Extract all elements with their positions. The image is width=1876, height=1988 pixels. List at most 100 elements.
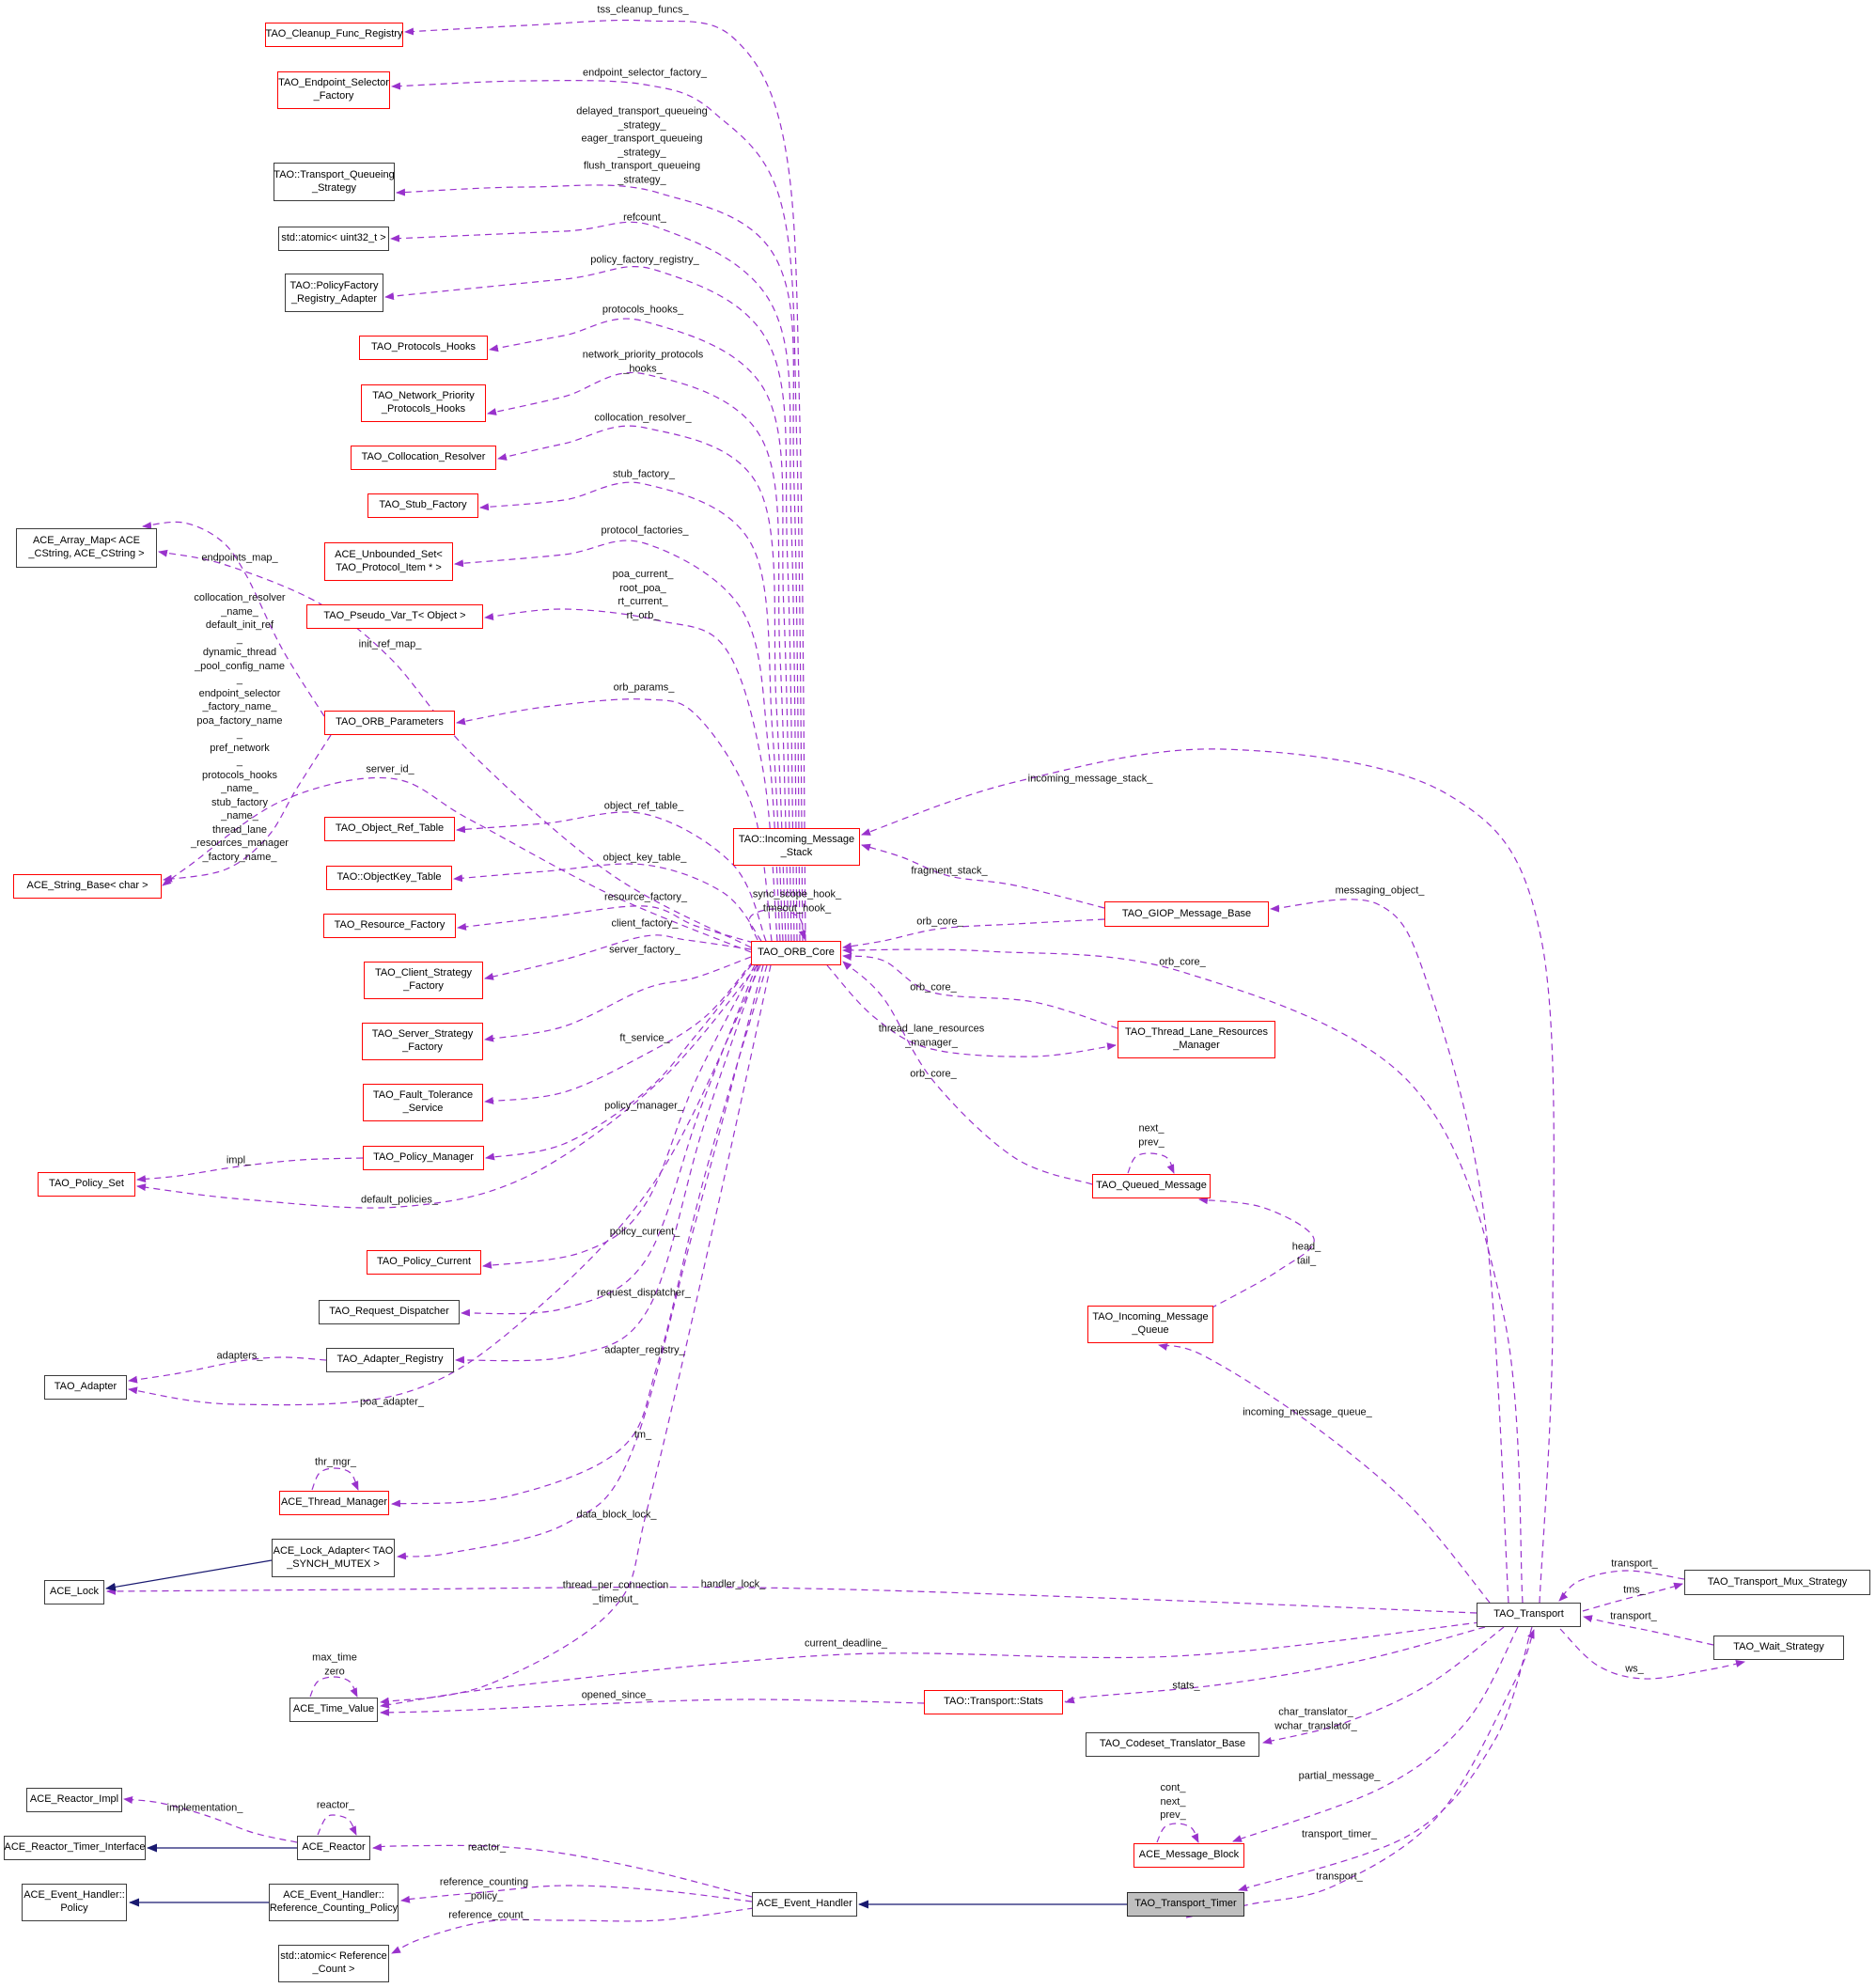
node-ace-unbounded-set[interactable]: ACE_Unbounded_Set< TAO_Protocol_Item * > [324,542,453,581]
edge-transport-timer [1238,1626,1533,1892]
node-tao-transport-stats[interactable]: TAO::Transport::Stats [924,1690,1063,1714]
edge-request-dispatcher [461,964,758,1317]
edge-refcount [390,221,798,942]
edge-thread-lane-resources [826,964,1117,1057]
node-tao-transport-mux-strategy[interactable]: TAO_Transport_Mux_Strategy [1684,1570,1870,1595]
node-tao-adapter-registry[interactable]: TAO_Adapter_Registry [326,1348,454,1372]
node-tao-endpoint-selector-factory[interactable]: TAO_Endpoint_Selector _Factory [277,71,390,109]
edge-tm [391,964,768,1508]
node-tao-giop-message-base[interactable]: TAO_GIOP_Message_Base [1104,901,1269,927]
edge-orb-params [456,698,773,942]
edge-orb-core [842,961,1093,1185]
node-ace-lock-adapter[interactable]: ACE_Lock_Adapter< TAO _SYNCH_MUTEX > [272,1539,395,1577]
edge-orb-core [842,953,1118,1029]
node-tao-client-strategy-factory[interactable]: TAO_Client_Strategy _Factory [364,962,483,999]
edge-protocols-hooks [489,318,792,942]
node-tao-wait-strategy[interactable]: TAO_Wait_Strategy [1713,1636,1844,1660]
node-ace-event-handler-ref-counting-policy[interactable]: ACE_Event_Handler:: Reference_Counting_P… [269,1884,399,1921]
edge-orb-core [842,947,1524,1604]
edge-default-policies [136,964,758,1209]
edge-tms [1582,1582,1683,1612]
node-ace-message-block[interactable]: ACE_Message_Block [1133,1843,1244,1868]
edge-next [1127,1152,1175,1174]
edge-sync-scope-hook [748,908,806,941]
node-tao-objectkey-table[interactable]: TAO::ObjectKey_Table [326,866,452,890]
node-ace-time-value[interactable]: ACE_Time_Value [289,1698,378,1722]
edge-cont [1156,1823,1199,1843]
node-ace-lock[interactable]: ACE_Lock [44,1580,104,1604]
node-std-atomic-reference-count[interactable]: std::atomic< Reference _Count > [278,1945,389,1982]
edge-impl [136,1157,364,1183]
edge-partial-message [1232,1626,1519,1842]
edge-server-factory [484,956,752,1042]
edge-incoming-message-stack [861,748,1555,1604]
node-ace-array-map[interactable]: ACE_Array_Map< ACE _CString, ACE_CString… [16,528,157,568]
node-tao-policyfactory-registry-adapter[interactable]: TAO::PolicyFactory _Registry_Adapter [285,274,383,312]
edge-protocol-factories [454,540,781,942]
edge-client-factory [484,934,752,980]
node-tao-queued-message[interactable]: TAO_Queued_Message [1092,1174,1211,1198]
node-tao-policy-current[interactable]: TAO_Policy_Current [367,1250,481,1275]
node-tao-pseudo-var-t[interactable]: TAO_Pseudo_Var_T< Object > [306,604,483,629]
edge-inheritance [105,1559,273,1591]
edge-network-priority-protocols [487,371,789,942]
node-ace-string-base[interactable]: ACE_String_Base< char > [13,874,162,899]
edge-collocation-resolver [163,734,332,883]
edge-head [1198,1197,1315,1309]
edge-fragment-stack [861,843,1105,909]
edge-server-id [162,776,752,953]
node-tao-server-strategy-factory[interactable]: TAO_Server_Strategy _Factory [362,1023,483,1060]
node-ace-reactor-impl[interactable]: ACE_Reactor_Impl [26,1788,122,1812]
edge-incoming-message-queue [1158,1343,1491,1604]
node-ace-event-handler-policy[interactable]: ACE_Event_Handler:: Policy [22,1884,127,1921]
node-tao-protocols-hooks[interactable]: TAO_Protocols_Hooks [359,336,488,360]
edge-policy-current [482,964,756,1269]
edge-transport [1185,1629,1535,1918]
edge-stub-factory [479,481,784,942]
node-tao-collocation-resolver[interactable]: TAO_Collocation_Resolver [351,446,496,470]
node-tao-orb-parameters[interactable]: TAO_ORB_Parameters [324,711,455,735]
node-tao-incoming-message-stack[interactable]: TAO::Incoming_Message _Stack [733,828,860,866]
node-tao-policy-set[interactable]: TAO_Policy_Set [38,1172,135,1197]
edge-orb-core [842,918,1105,950]
node-tao-stub-factory[interactable]: TAO_Stub_Factory [367,493,478,518]
edge-reference-counting [400,1885,753,1903]
node-tao-network-priority-protocols-hooks[interactable]: TAO_Network_Priority _Protocols_Hooks [361,384,486,422]
edge-reference-count [391,1907,755,1954]
edge-stats [1064,1626,1486,1704]
node-ace-thread-manager[interactable]: ACE_Thread_Manager [279,1491,389,1515]
edge-handler-lock [106,1586,1477,1614]
node-tao-resource-factory[interactable]: TAO_Resource_Factory [323,914,456,938]
edge-endpoints-map [142,521,325,717]
edge-opened-since [380,1698,925,1716]
node-tao-request-dispatcher[interactable]: TAO_Request_Dispatcher [319,1300,460,1324]
node-tao-thread-lane-resources-manager[interactable]: TAO_Thread_Lane_Resources _Manager [1118,1021,1275,1058]
node-tao-incoming-message-queue[interactable]: TAO_Incoming_Message _Queue [1087,1306,1213,1343]
edge-policy-factory-registry [384,266,795,942]
edge-poa-current [484,608,778,942]
node-tao-cleanup-func-registry[interactable]: TAO_Cleanup_Func_Registry [265,23,403,47]
node-tao-transport[interactable]: TAO_Transport [1477,1603,1581,1627]
edge-tss-cleanup-funcs [404,19,806,942]
node-tao-codeset-translator-base[interactable]: TAO_Codeset_Translator_Base [1086,1732,1259,1757]
node-ace-event-handler[interactable]: ACE_Event_Handler [752,1892,857,1917]
node-tao-adapter[interactable]: TAO_Adapter [44,1375,127,1400]
edge-transport [1558,1570,1685,1602]
edge-delayed-transport-queueing [396,184,801,942]
edge-reactor [317,1814,357,1836]
node-ace-reactor[interactable]: ACE_Reactor [297,1836,370,1860]
node-std-atomic-uint32[interactable]: std::atomic< uint32_t > [278,227,389,251]
node-tao-orb-core[interactable]: TAO_ORB_Core [751,941,841,965]
edge-implementation [123,1796,298,1843]
node-tao-object-ref-table[interactable]: TAO_Object_Ref_Table [324,817,455,841]
node-tao-transport-queueing-strategy[interactable]: TAO::Transport_Queueing _Strategy [274,163,395,201]
edge-messaging-object [1270,899,1509,1604]
edge-thread-per-connection [380,964,772,1705]
node-tao-transport-timer: TAO_Transport_Timer [1127,1892,1244,1917]
edge-policy-manager [485,963,753,1161]
edge-init-ref-map [158,549,752,948]
node-ace-reactor-timer-interface[interactable]: ACE_Reactor_Timer_Interface [4,1836,146,1860]
node-tao-policy-manager[interactable]: TAO_Policy_Manager [363,1146,484,1170]
node-tao-fault-tolerance-service[interactable]: TAO_Fault_Tolerance _Service [363,1084,483,1121]
